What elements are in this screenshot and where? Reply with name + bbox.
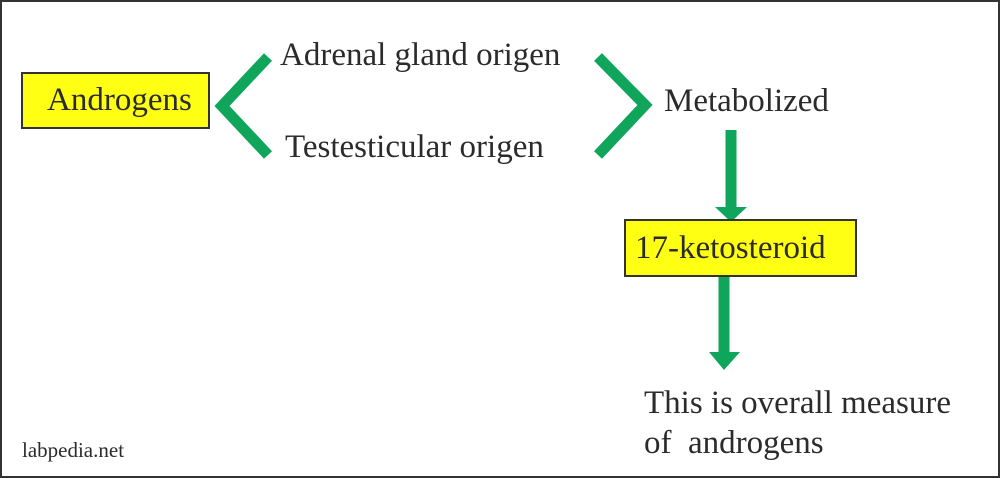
right-bracket (593, 53, 653, 159)
watermark: labpedia.net (22, 438, 125, 462)
adrenal-origin-label: Adrenal gland origen (280, 37, 561, 73)
arrow-head-2 (709, 352, 740, 370)
androgens-box: Androgens (21, 72, 210, 129)
testicular-origin-label: Testesticular origen (285, 129, 544, 165)
left-bracket (214, 53, 273, 159)
arrow-head-1 (715, 207, 747, 222)
ketosteroid-box: 17-ketosteroid (624, 219, 857, 277)
ketosteroid-label: 17-ketosteroid (635, 229, 826, 266)
androgens-label: Androgens (47, 82, 192, 118)
metabolized-label: Metabolized (664, 83, 829, 119)
conclusion-line-2: of androgens (644, 425, 824, 461)
conclusion-line-1: This is overall measure (644, 385, 951, 421)
